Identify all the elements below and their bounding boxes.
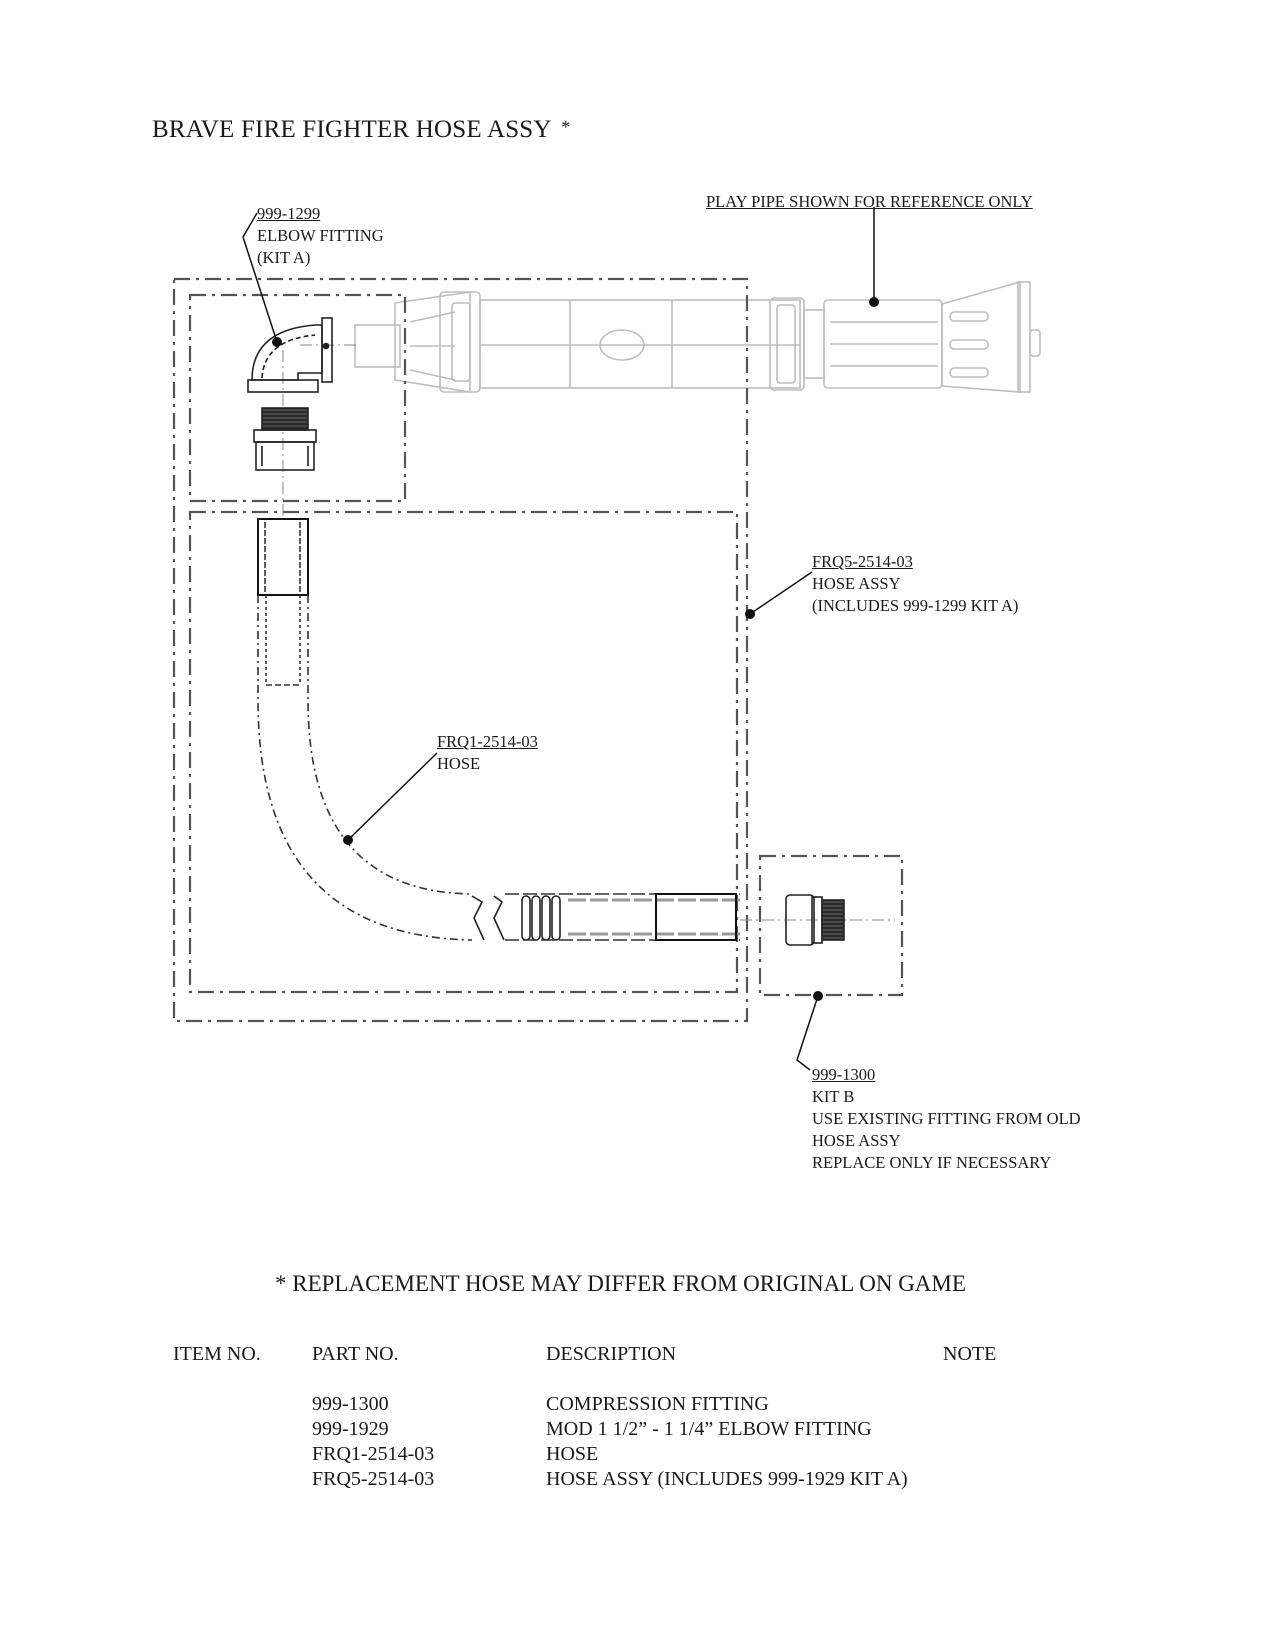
page-title: BRAVE FIRE FIGHTER HOSE ASSY *	[152, 116, 570, 144]
callout-line: KIT B	[812, 1087, 855, 1106]
description-cell: COMPRESSION FITTING	[546, 1393, 769, 1415]
hose-boundary	[188, 510, 739, 994]
callout-line: HOSE ASSY	[812, 574, 901, 593]
title-text: BRAVE FIRE FIGHTER HOSE ASSY	[152, 116, 551, 143]
part-number-cell: 999-1929	[312, 1418, 389, 1440]
column-header-note: NOTE	[943, 1343, 997, 1365]
column-header-description: DESCRIPTION	[546, 1343, 677, 1365]
kit-a-boundary	[188, 293, 407, 503]
description-cell: HOSE ASSY (INCLUDES 999-1929 KIT A)	[546, 1468, 908, 1490]
elbow-fitting	[247, 317, 333, 393]
part-number-cell: FRQ1-2514-03	[312, 1443, 435, 1465]
callout-part-number: 999-1299	[257, 204, 321, 223]
kit-a-adapter	[253, 407, 317, 471]
description-cell: MOD 1 1/2” - 1 1/4” ELBOW FITTING	[546, 1418, 872, 1440]
callout-line: (INCLUDES 999-1299 KIT A)	[812, 596, 1019, 615]
play-pipe-reference	[354, 280, 1041, 393]
callout-part-number: FRQ1-2514-03	[437, 732, 538, 751]
kit-b-boundary	[758, 854, 904, 997]
part-number-cell: 999-1300	[312, 1393, 389, 1415]
replacement-footnote: * REPLACEMENT HOSE MAY DIFFER FROM ORIGI…	[275, 1271, 966, 1296]
callout-line: USE EXISTING FITTING FROM OLD	[812, 1109, 1081, 1128]
callout-kit-b: 999-1300 KIT B USE EXISTING FITTING FROM…	[812, 1064, 1081, 1174]
hose	[257, 518, 740, 941]
column-header-part-no: PART NO.	[312, 1343, 399, 1365]
boundary-boxes	[172, 277, 904, 1023]
callout-hose-assy: FRQ5-2514-03 HOSE ASSY (INCLUDES 999-129…	[812, 551, 1018, 617]
callout-elbow-fitting: 999-1299 ELBOW FITTING (KIT A)	[257, 203, 384, 269]
part-number-cell: FRQ5-2514-03	[312, 1468, 435, 1490]
title-asterisk: *	[561, 117, 571, 137]
callout-part-number: FRQ5-2514-03	[812, 552, 913, 571]
leader-dots	[272, 297, 879, 1001]
callout-hose: FRQ1-2514-03 HOSE	[437, 731, 538, 775]
callout-line: HOSE ASSY	[812, 1131, 901, 1150]
leader-lines	[242, 207, 875, 1071]
callout-part-number: 999-1300	[812, 1065, 876, 1084]
callout-line: (KIT A)	[257, 248, 311, 267]
description-cell: HOSE	[546, 1443, 599, 1465]
compression-fitting	[785, 894, 845, 946]
callout-reference-note: PLAY PIPE SHOWN FOR REFERENCE ONLY	[706, 192, 1033, 211]
hose-assy-boundary	[172, 277, 749, 1023]
table-row: COMPRESSION FITTING MOD 1 1/2” - 1 1/4” …	[546, 1392, 908, 1492]
column-header-item-no: ITEM NO.	[173, 1343, 261, 1365]
callout-play-pipe: PLAY PIPE SHOWN FOR REFERENCE ONLY	[706, 191, 1033, 213]
callout-line: ELBOW FITTING	[257, 226, 384, 245]
table-row: 999-1300 999-1929 FRQ1-2514-03 FRQ5-2514…	[312, 1392, 434, 1492]
callout-line: HOSE	[437, 754, 481, 773]
centerlines	[282, 344, 895, 921]
callout-line: REPLACE ONLY IF NECESSARY	[812, 1153, 1052, 1172]
